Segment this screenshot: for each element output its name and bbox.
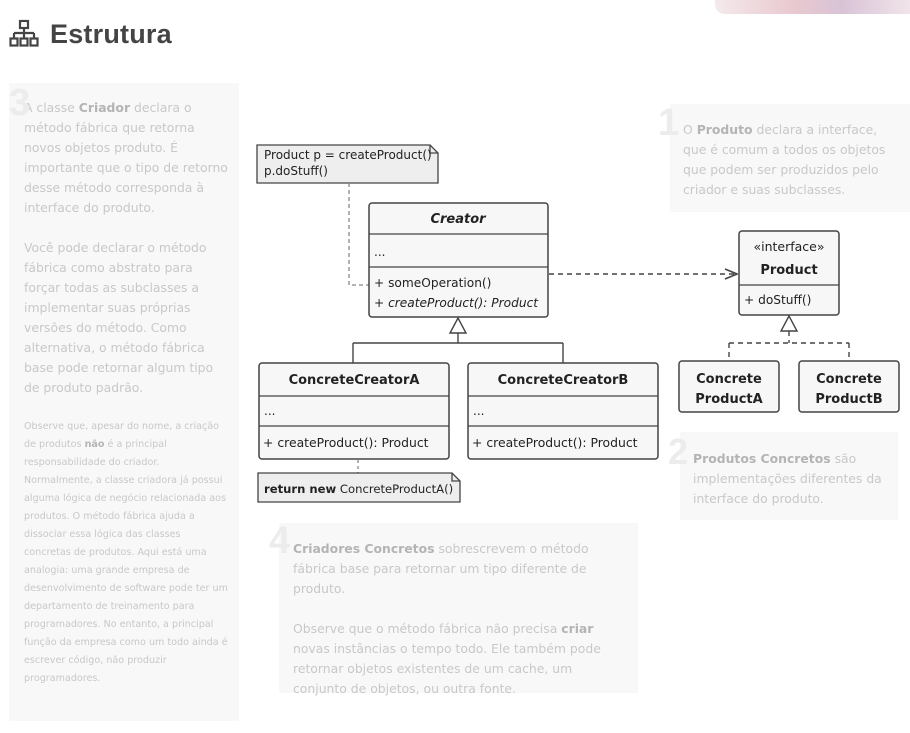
- panel-paragraph: Produtos Concretos são implementações di…: [693, 451, 882, 506]
- creator-class: Creator ... + someOperation() + createPr…: [368, 202, 549, 318]
- panel-paragraph: Você pode declarar o método fábrica como…: [24, 240, 214, 395]
- note-panel-creator: 3 A classe Criador declara o método fábr…: [9, 83, 239, 721]
- panel-paragraph: O Produto declara a interface, que é com…: [683, 122, 886, 197]
- section-heading: Estrutura: [9, 14, 172, 54]
- class-name: ConcreteCreatorA: [289, 373, 420, 388]
- corner-decoration: [715, 0, 910, 14]
- note-panel-concrete-products: 2 Produtos Concretos são implementações …: [668, 432, 898, 520]
- step-number: 2: [668, 431, 689, 472]
- panel-paragraph: Observe que o método fábrica não precisa…: [293, 621, 601, 696]
- interface-stereotype: «interface»: [753, 239, 824, 254]
- panel-paragraph: A classe Criador declara o método fábric…: [24, 100, 228, 215]
- class-fields: ...: [264, 404, 275, 418]
- class-method: + createProduct(): Product: [472, 435, 638, 450]
- class-method: + createProduct(): Product: [263, 435, 429, 450]
- class-name: Product: [760, 263, 817, 278]
- concrete-creator-a-class: ConcreteCreatorA ... + createProduct(): …: [258, 362, 450, 460]
- class-name: ConcreteCreatorB: [498, 373, 629, 388]
- class-method: + createProduct(): Product: [374, 296, 539, 310]
- panel-paragraph: Criadores Concretos sobrescrevem o métod…: [293, 541, 589, 596]
- note-connector: [348, 183, 370, 286]
- product-interface: «interface» Product + doStuff(): [738, 230, 840, 316]
- note-panel-product: 1 O Produto declara a interface, que é c…: [658, 104, 910, 212]
- class-method: + doStuff(): [744, 293, 811, 307]
- realization-products: [728, 314, 850, 361]
- class-name: Creator: [430, 212, 487, 227]
- hierarchy-icon: [9, 19, 39, 47]
- concrete-product-a-class: Concrete ProductA: [678, 360, 780, 413]
- note-panel-concrete-creators: 4 Criadores Concretos sobrescrevem o mét…: [269, 522, 638, 696]
- class-name: Concrete: [696, 372, 762, 387]
- code-note-bottom: return new ConcreteProductA(): [257, 472, 461, 503]
- class-name: ProductA: [695, 392, 762, 407]
- concrete-creator-b-class: ConcreteCreatorB ... + createProduct(): …: [467, 362, 659, 460]
- step-number: 4: [269, 520, 291, 562]
- step-number: 3: [9, 82, 31, 124]
- code-note-top: Product p = createProduct() p.doStuff(): [256, 144, 439, 184]
- class-name: Concrete: [816, 372, 882, 387]
- inheritance-creators: [352, 316, 564, 363]
- page-title: Estrutura: [50, 18, 172, 49]
- class-method: + someOperation(): [374, 276, 491, 290]
- class-fields: ...: [374, 245, 385, 259]
- note-line: p.doStuff(): [264, 164, 328, 178]
- concrete-product-b-class: Concrete ProductB: [798, 360, 900, 413]
- step-number: 1: [658, 102, 680, 144]
- panel-paragraph-small: Observe que, apesar do nome, a criação d…: [24, 421, 228, 684]
- class-name: ProductB: [815, 392, 882, 407]
- note-line: Product p = createProduct(): [264, 148, 432, 162]
- class-fields: ...: [473, 404, 484, 418]
- note-line: return new ConcreteProductA(): [264, 482, 453, 496]
